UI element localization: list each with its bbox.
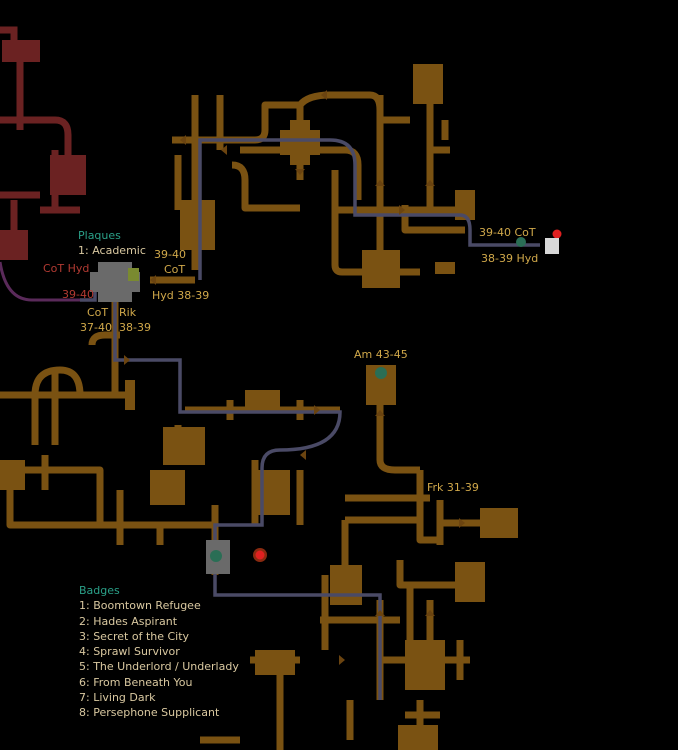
label-am: Am 43-45: [354, 348, 408, 361]
badges-title: Badges: [79, 584, 120, 597]
label-ne-bottom: 38-39 Hyd: [481, 252, 539, 265]
badges-item: 6: From Beneath You: [79, 675, 193, 689]
badges-item: 8: Persephone Supplicant: [79, 706, 220, 720]
badge-icon[interactable]: [375, 237, 526, 379]
badges-item: 3: Secret of the City: [79, 629, 190, 643]
badges-item: 1: Boomtown Refugee: [79, 599, 201, 613]
route-path: [113, 290, 382, 700]
plaque-icon[interactable]: [128, 268, 139, 281]
badges-item: 2: Hades Aspirant: [79, 614, 178, 628]
label-ne-top: 39-40 CoT: [479, 226, 536, 239]
zone-door-icon: [124, 90, 465, 665]
label-frk: Frk 31-39: [427, 481, 479, 494]
red-dot-icon[interactable]: [255, 550, 265, 560]
plaques-title: Plaques: [78, 229, 121, 242]
white-marker[interactable]: [545, 238, 559, 254]
rooms: [0, 64, 518, 750]
label-cot-37-40-a: CoT: [87, 306, 109, 319]
red-dot-icon[interactable]: [552, 229, 562, 239]
badges-legend: Badges 1: Boomtown Refugee 2: Hades Aspi…: [79, 583, 239, 721]
foreign-zone-path: [0, 261, 80, 302]
label-hyd-38-39: Hyd 38-39: [152, 289, 210, 302]
label-cot-center: CoT: [164, 263, 186, 276]
badges-item: 7: Living Dark: [79, 691, 156, 705]
label-cot-hyd-left: CoT Hyd: [43, 262, 90, 275]
foreign-zone-rooms: [0, 40, 86, 260]
badge-icon[interactable]: [210, 550, 222, 562]
badges-item: 5: The Underlord / Underlady: [79, 660, 239, 674]
label-cot-37-40-b: 37-40: [80, 321, 112, 334]
label-rik-a: Rik: [119, 306, 137, 319]
plaques-item: 1: Academic: [78, 244, 146, 258]
plaques-legend: Plaques 1: Academic: [78, 228, 146, 259]
label-39-40-center: 39-40: [154, 248, 186, 261]
badges-item: 4: Sprawl Survivor: [79, 645, 180, 659]
route-path-north: [198, 138, 540, 280]
label-rik-b: 38-39: [119, 321, 151, 334]
corridors: [0, 91, 480, 750]
central-hub[interactable]: [90, 262, 140, 302]
label-39-40-left: 39-40: [62, 288, 94, 301]
